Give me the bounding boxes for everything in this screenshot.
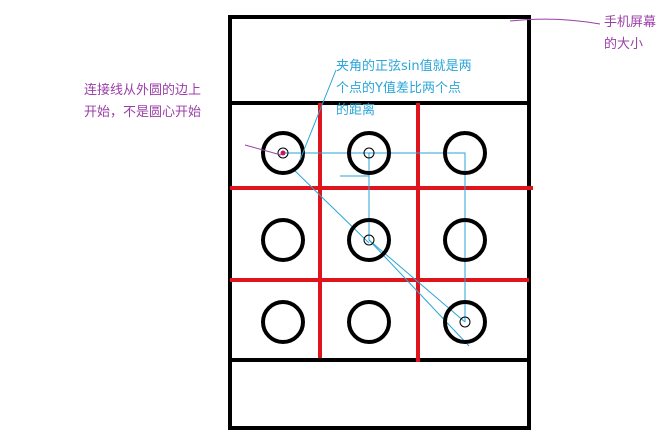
phone-screen-frame bbox=[228, 15, 531, 430]
edge-start-leader bbox=[244, 144, 282, 156]
screen-size-callout: 手机屏幕 的大小 bbox=[604, 12, 656, 56]
pattern-node-center-dot bbox=[277, 147, 289, 159]
pattern-connector bbox=[283, 152, 470, 347]
pattern-node-circle bbox=[347, 218, 391, 262]
pattern-node-circle bbox=[347, 131, 391, 175]
edge-start-callout-line: 连接线从外圆的边上 bbox=[84, 83, 202, 98]
angle-diagonal-line bbox=[291, 167, 370, 244]
edge-start-callout-line: 开始，不是圆心开始 bbox=[84, 105, 202, 120]
pattern-node-circle bbox=[443, 131, 487, 175]
pattern-node-circle bbox=[347, 300, 391, 344]
pattern-node-circle bbox=[261, 218, 305, 262]
sine-angle-leader bbox=[299, 69, 337, 161]
pattern-node-circle bbox=[443, 218, 487, 262]
pattern-node-circle bbox=[443, 300, 487, 344]
screen-size-leader bbox=[509, 18, 601, 25]
connector-segment bbox=[369, 152, 466, 322]
sine-angle-callout-line: 的距离 bbox=[336, 103, 376, 118]
start-node-highlight-dot bbox=[280, 150, 286, 156]
screen-size-callout-line: 手机屏幕 bbox=[604, 15, 657, 30]
callout-leaders bbox=[244, 18, 601, 161]
cell-grid-lines bbox=[230, 103, 533, 362]
sine-angle-callout-line: 夹角的正弦sin值就是两 bbox=[336, 59, 472, 74]
pattern-node-center-dot bbox=[363, 234, 375, 246]
pattern-node-center-dot bbox=[459, 316, 471, 328]
pattern-node-circle bbox=[261, 300, 305, 344]
sine-angle-callout-line: 个点的Y值差比两个点 bbox=[336, 81, 461, 96]
pattern-node-center-dot bbox=[363, 147, 375, 159]
edge-start-callout: 连接线从外圆的边上 开始，不是圆心开始 bbox=[84, 80, 201, 124]
angle-diagonal-line bbox=[368, 239, 470, 347]
sine-angle-callout: 夹角的正弦sin值就是两 个点的Y值差比两个点 的距离 bbox=[336, 56, 472, 122]
screen-size-callout-line: 的大小 bbox=[604, 37, 644, 52]
